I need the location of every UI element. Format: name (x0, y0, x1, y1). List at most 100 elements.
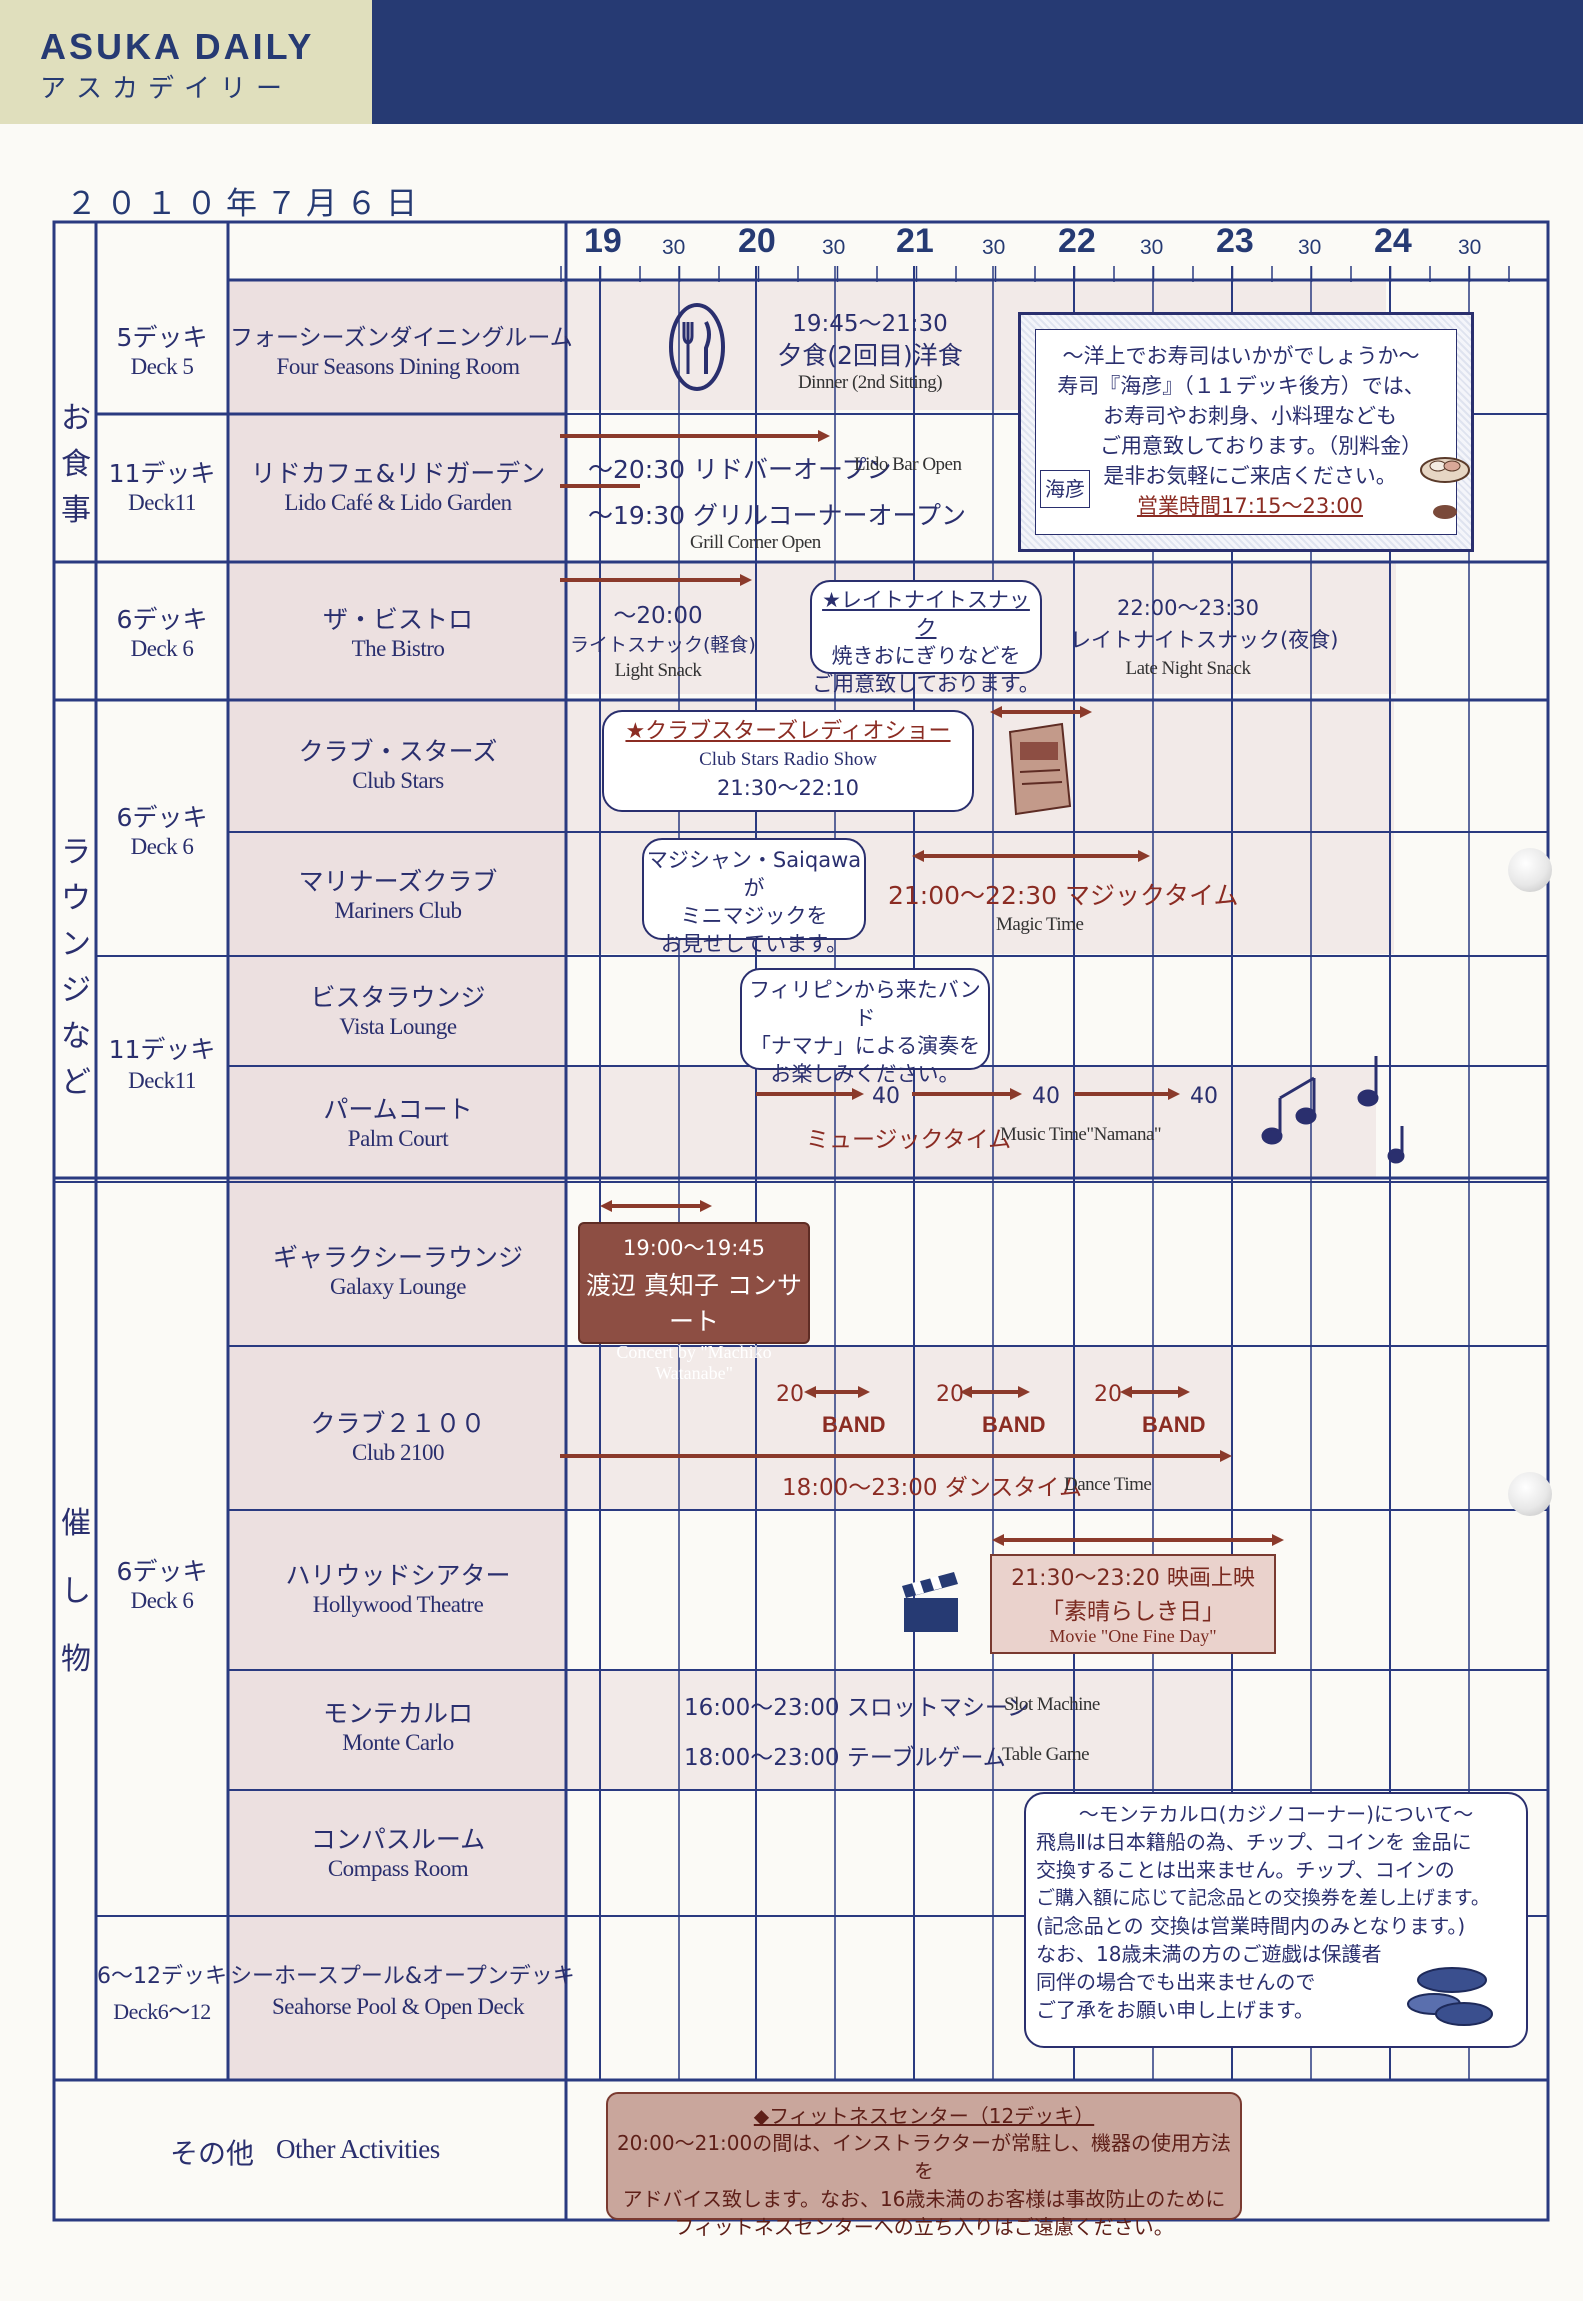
magic-time: 21:00〜22:30 マジックタイム (888, 881, 1239, 910)
band-duration: 20 (1094, 1382, 1122, 1407)
movie-title-en: Movie "One Fine Day" (1049, 1626, 1217, 1646)
music-notes-icon (1261, 1056, 1405, 1164)
radio-show-arrow-tail (990, 706, 1002, 718)
category-lounge: ラ ウ ン ジ な ど (61, 835, 91, 1100)
category-events: 催 し 物 (61, 1506, 91, 1677)
deck-label-en: Deck 5 (130, 354, 194, 379)
magic-callout: マジシャン・Saiqawaが ミニマジックを お見せしています。 (642, 838, 866, 956)
hour-label: 19 (584, 222, 622, 260)
casino-note-line: なお、18歳未満の方のご遊戯は保護者 (1036, 1942, 1382, 1966)
venue-name: ギャラクシーラウンジ (272, 1243, 523, 1272)
brand-title: ASUKA DAILY (40, 26, 315, 67)
music-duration: 40 (872, 1084, 900, 1109)
fitness-line: フィットネスセンターへの立ち入りはご遠慮ください。 (674, 2215, 1174, 2239)
binder-hole (1508, 1472, 1552, 1516)
half-label: 30 (1458, 236, 1482, 259)
fitness-line: アドバイス致します。なお、16歳未満のお客様は事故防止のために (622, 2187, 1226, 2211)
grill-corner-open-en: Grill Corner Open (690, 532, 821, 553)
venue-name-en: Galaxy Lounge (330, 1274, 466, 1299)
lido-bar-open: 〜20:30 リドバーオープン (588, 455, 892, 484)
row-shade (566, 1346, 1232, 1510)
category-dining: お 食 事 (61, 401, 91, 528)
deck-label-en: Deck11 (128, 490, 196, 515)
casino-note-line: (記念品との 交換は営業時間内のみとなります。) (1036, 1914, 1466, 1938)
row-shade (566, 1670, 1232, 1790)
deck-label: 6〜12デッキ (97, 1964, 227, 1989)
late-snack-callout-line: ご用意致しております。 (812, 672, 1040, 696)
venue-name: コンパスルーム (310, 1825, 486, 1854)
band-callout-line: 「ナマナ」による演奏を (749, 1034, 981, 1058)
table-game-en: Table Game (1002, 1744, 1090, 1765)
movie-title: 「素晴らしき日」 (1041, 1599, 1225, 1625)
half-label: 30 (662, 236, 686, 259)
deck-label: 11デッキ (108, 1035, 216, 1064)
fitness-line: 20:00〜21:00の間は、インストラクターが常駐し、機器の使用方法を (616, 2131, 1232, 2183)
radio-show-callout: ★クラブスターズレディオショー Club Stars Radio Show 21… (602, 710, 974, 812)
venue-name: モンテカルロ (322, 1699, 473, 1728)
venue-name-en: The Bistro (351, 636, 445, 661)
venue-name-en: Four Seasons Dining Room (276, 354, 520, 379)
radio-show-title: ★クラブスターズレディオショー (625, 719, 951, 744)
dinner-time: 19:45〜21:30 (792, 311, 948, 337)
dinner-label: 夕食(2回目)洋食 (777, 341, 963, 370)
concert-arrow-tail (600, 1200, 612, 1212)
magic-arrow-head (1138, 850, 1150, 862)
band-arrow-1-tail (804, 1386, 816, 1398)
casino-note: 〜モンテカルロ(カジノコーナー)について〜 飛鳥Ⅱは日本籍船の為、チップ、コイン… (1024, 1792, 1528, 2048)
band-arrow-1-head (858, 1386, 870, 1398)
magic-time-en: Magic Time (996, 914, 1084, 935)
magic-callout-line: ミニマジックを (680, 904, 828, 928)
sushi-ad-line: 寿司『海彦』（１１デッキ後方）では、 (1057, 374, 1425, 398)
casino-chips-icon (1407, 1967, 1493, 2026)
venue-name: クラブ２１００ (310, 1409, 486, 1438)
music-arrow-3-head (1168, 1088, 1180, 1100)
radio-show-arrow-head (1080, 706, 1092, 718)
magic-arrow-tail (912, 850, 924, 862)
deck-label-en: Deck6〜12 (113, 1999, 211, 2024)
music-time: ミュージックタイム (806, 1127, 1012, 1153)
magic-callout-line: マジシャン・Saiqawaが (646, 848, 862, 900)
sushi-ad-line: お寿司やお刺身、小料理なども (1103, 404, 1397, 428)
band-arrow-2-tail (960, 1386, 972, 1398)
band-arrow-2-head (1018, 1386, 1030, 1398)
movie-box: 21:30〜23:20 映画上映 「素晴らしき日」 Movie "One Fin… (990, 1554, 1276, 1654)
band-label: BAND (982, 1412, 1046, 1437)
other-activities-en: Other Activities (276, 2134, 440, 2164)
band-callout-line: フィリピンから来たバンド (749, 978, 981, 1030)
lido-bar-arrow-head (818, 430, 830, 442)
deck-label: 11デッキ (108, 459, 216, 488)
radio-show-en: Club Stars Radio Show (699, 749, 877, 770)
dance-arrow-head (1220, 1450, 1232, 1462)
band-label: BAND (822, 1412, 886, 1437)
deck-label: 6デッキ (116, 605, 208, 634)
casino-note-line: ご了承をお願い申し上げます。 (1036, 1998, 1314, 2022)
concert-time: 19:00〜19:45 (622, 1236, 766, 1260)
sushi-ad-line: 是非お気軽にご来店ください。 (1103, 464, 1397, 488)
late-snack-label-en: Late Night Snack (1125, 658, 1251, 679)
sushi-ad-box (1018, 312, 1474, 552)
band-duration: 20 (936, 1382, 964, 1407)
clapperboard-icon (902, 1572, 958, 1632)
binder-hole (1508, 848, 1552, 892)
casino-note-line: 飛鳥Ⅱは日本籍船の為、チップ、コインを 金品に (1036, 1830, 1472, 1854)
music-arrow-2-head (1010, 1088, 1022, 1100)
deck-label-en: Deck11 (128, 1068, 196, 1093)
venue-name: シーホースプール&オープンデッキ (230, 1964, 575, 1989)
schedule-date: ２０１０年７月６日 (66, 186, 426, 222)
music-time-en: Music Time"Namana" (1000, 1124, 1162, 1145)
band-callout: フィリピンから来たバンド 「ナマナ」による演奏を お楽しみください。 (740, 968, 990, 1086)
sushi-ad-line: 〜洋上でお寿司はいかがでしょうか〜 (1062, 344, 1420, 368)
casino-note-line: 同伴の場合でも出来ませんので (1036, 1970, 1316, 1994)
venue-name-en: Seahorse Pool & Open Deck (272, 1994, 524, 2019)
radio-icon (1008, 722, 1072, 816)
deck-label-en: Deck 6 (130, 834, 194, 859)
music-arrow-1-head (852, 1088, 864, 1100)
hour-label: 21 (896, 222, 934, 260)
venue-name-en: Club 2100 (352, 1440, 444, 1465)
venue-name: マリナーズクラブ (298, 867, 498, 896)
lido-bar-open-en: Lido Bar Open (854, 454, 962, 475)
half-label: 30 (982, 236, 1006, 259)
casino-note-line: 交換することは出来ません。チップ、コインの (1036, 1858, 1455, 1882)
row-shade (566, 1066, 1376, 1178)
half-label: 30 (1298, 236, 1322, 259)
